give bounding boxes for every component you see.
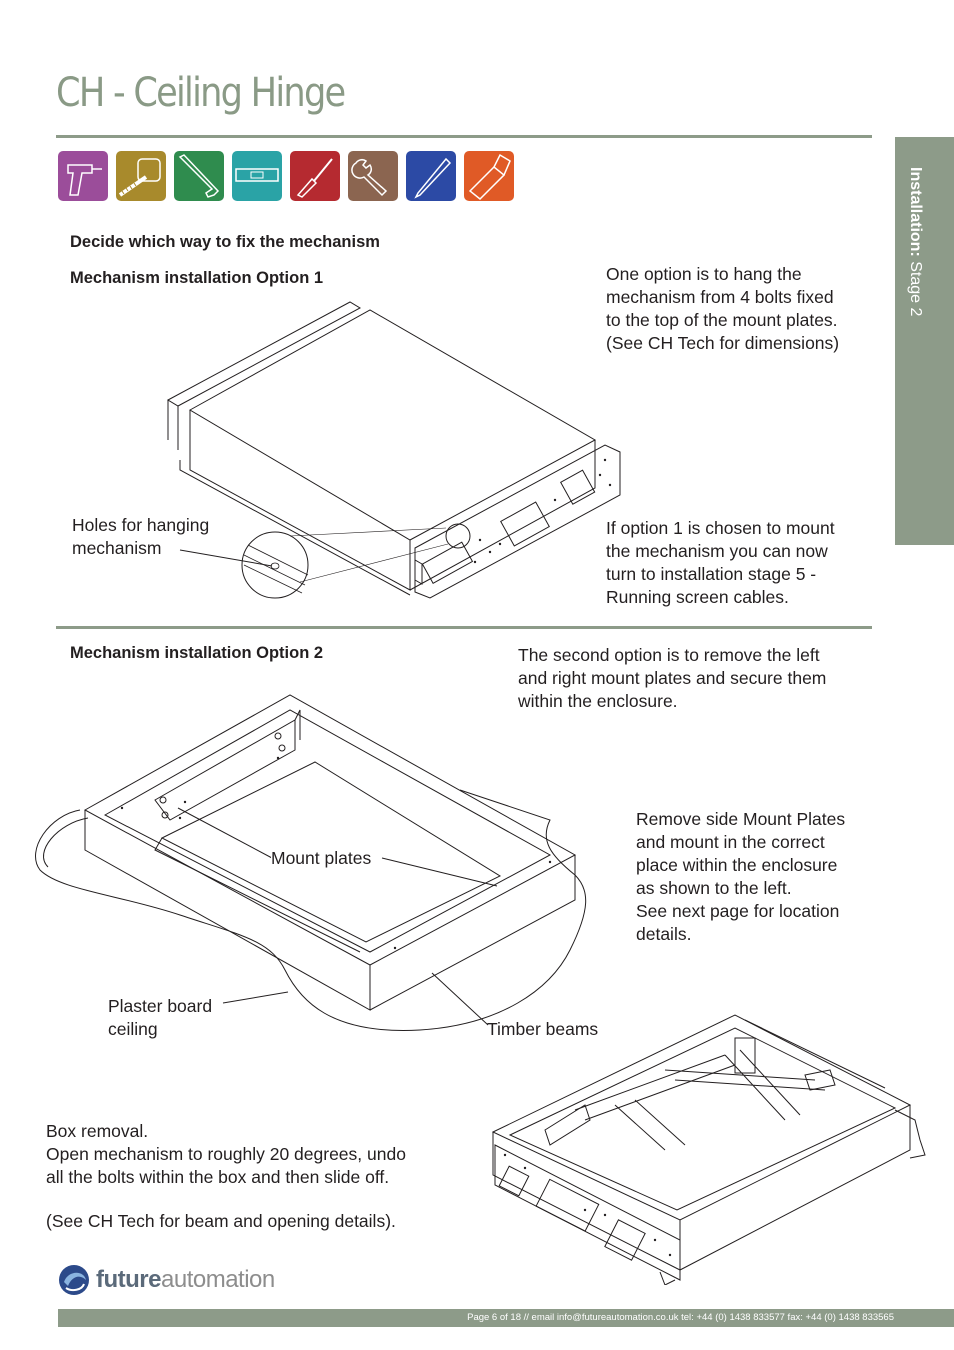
callout-line: Plaster board xyxy=(108,996,213,1016)
tape-measure-icon xyxy=(116,151,166,201)
holes-callout: Holes for hanging mechanism xyxy=(72,514,209,560)
option1-note-line: turn to installation stage 5 - xyxy=(606,564,817,584)
option1-heading: Mechanism installation Option 1 xyxy=(70,269,324,287)
remove-text-line: and mount in the correct xyxy=(636,832,825,852)
screwdriver-icon xyxy=(290,151,340,201)
remove-text-line: place within the enclosure xyxy=(636,855,838,875)
spirit-level-icon xyxy=(232,151,282,201)
option1-desc-line: to the top of the mount plates. xyxy=(606,310,838,330)
allen-key-icon xyxy=(174,151,224,201)
option1-note-line: If option 1 is chosen to mount xyxy=(606,518,835,538)
future-automation-logo: futureautomation xyxy=(56,1262,275,1303)
spanner-icon xyxy=(348,151,398,201)
remove-text-line: See next page for location xyxy=(636,901,840,921)
section-heading: Decide which way to fix the mechanism xyxy=(70,233,380,251)
drill-icon xyxy=(58,151,108,201)
option1-desc-line: (See CH Tech for dimensions) xyxy=(606,333,840,353)
installation-stage-tab: Installation: Stage 2 xyxy=(895,137,954,545)
callout-line: mechanism xyxy=(72,538,162,558)
section-divider xyxy=(56,626,872,629)
footer-contact: Page 6 of 18 // email info@futureautomat… xyxy=(467,1312,894,1323)
remove-text-line: details. xyxy=(636,924,692,944)
option2-enclosure-drawing xyxy=(35,694,587,1031)
option2-desc-line: and right mount plates and secure them xyxy=(518,668,827,688)
remove-text-line: as shown to the left. xyxy=(636,878,792,898)
timber-beams-callout: Timber beams xyxy=(487,1019,599,1039)
option1-note-line: Running screen cables. xyxy=(606,587,789,607)
remove-text-line: Remove side Mount Plates xyxy=(636,809,846,829)
box-removal-see-note: (See CH Tech for beam and opening detail… xyxy=(46,1211,396,1231)
box-removal-line: Box removal. xyxy=(46,1121,149,1141)
logo-text-automation: automation xyxy=(161,1266,275,1293)
mount-plates-callout: Mount plates xyxy=(271,847,372,870)
saw-icon xyxy=(464,151,514,201)
footer-bar: Page 6 of 18 // email info@futureautomat… xyxy=(58,1309,954,1327)
plaster-board-callout: Plaster board ceiling xyxy=(108,995,212,1041)
title-divider xyxy=(56,135,872,138)
option1-desc-line: One option is to hang the xyxy=(606,264,802,284)
box-removal-line: all the bolts within the box and then sl… xyxy=(46,1167,390,1187)
tab-label-bold: Installation: xyxy=(907,167,924,257)
page-title: CH - Ceiling Hinge xyxy=(56,70,346,116)
option1-desc-line: mechanism from 4 bolts fixed xyxy=(606,287,834,307)
tab-label-stage: Stage 2 xyxy=(907,256,924,317)
logo-text-future: future xyxy=(96,1266,162,1293)
box-removal-drawing xyxy=(491,1014,926,1285)
box-removal-line: Open mechanism to roughly 20 degrees, un… xyxy=(46,1144,406,1164)
callout-line: ceiling xyxy=(108,1019,158,1039)
option2-heading: Mechanism installation Option 2 xyxy=(70,644,324,662)
box-removal-text: Box removal. Open mechanism to roughly 2… xyxy=(46,1120,406,1189)
option1-note-line: the mechanism you can now xyxy=(606,541,828,561)
option1-description: One option is to hang the mechanism from… xyxy=(606,263,839,355)
option1-mechanism-drawing xyxy=(166,301,621,599)
callout-line: Holes for hanging xyxy=(72,515,210,535)
option2-desc-line: within the enclosure. xyxy=(518,691,678,711)
option2-description: The second option is to remove the left … xyxy=(518,644,826,713)
logo-swirl-icon xyxy=(59,1265,89,1295)
option1-note: If option 1 is chosen to mount the mecha… xyxy=(606,517,835,609)
option2-desc-line: The second option is to remove the left xyxy=(518,645,820,665)
pencil-icon xyxy=(406,151,456,201)
remove-plates-text: Remove side Mount Plates and mount in th… xyxy=(636,808,845,946)
